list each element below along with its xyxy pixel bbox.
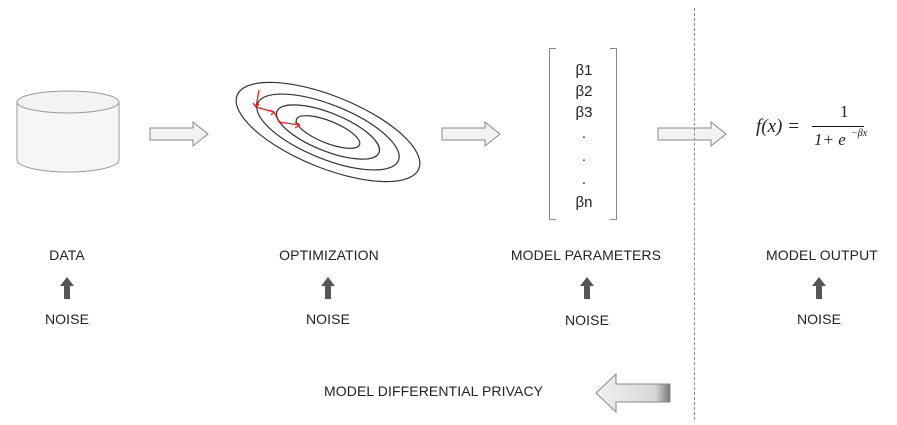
noise-arrow-icon — [60, 277, 74, 299]
backward-arrow-icon — [595, 372, 671, 414]
flow-arrow-1 — [149, 120, 209, 148]
noise-arrow-icon — [580, 277, 594, 299]
parameter-item: . — [581, 125, 587, 142]
noise-label-model-output: NOISE — [796, 311, 842, 327]
noise-arrow-icon — [321, 277, 335, 299]
optimization-contour-icon — [235, 81, 421, 183]
stage-label-model-parameters: MODEL PARAMETERS — [510, 247, 662, 263]
privacy-boundary-divider — [694, 8, 695, 420]
model-differential-privacy-label: MODEL DIFFERENTIAL PRIVACY — [324, 383, 544, 399]
stage-label-data: DATA — [49, 247, 85, 263]
noise-label-data: NOISE — [44, 311, 90, 327]
flow-arrow-3 — [657, 120, 727, 148]
parameter-item: β2 — [575, 83, 593, 100]
vector-bracket-left — [549, 48, 556, 220]
formula-numerator: 1 — [840, 102, 849, 121]
formula-lhs: f(x) = — [756, 116, 800, 137]
parameter-item: . — [581, 148, 587, 165]
fraction-bar — [812, 126, 864, 127]
flow-arrow-2 — [441, 120, 501, 148]
database-icon — [16, 90, 120, 173]
stage-label-optimization: OPTIMIZATION — [279, 247, 379, 263]
parameter-vector: β1 β2 β3 . . . βn — [564, 60, 604, 213]
noise-arrow-icon — [812, 277, 826, 299]
stage-label-model-output: MODEL OUTPUT — [766, 247, 878, 263]
formula-denominator: 1+ e — [814, 130, 846, 149]
vector-bracket-right — [610, 48, 617, 220]
gradient-path-icon — [252, 89, 301, 129]
noise-label-optimization: NOISE — [305, 311, 351, 327]
formula-exponent: −βx — [851, 128, 868, 139]
sigmoid-formula: f(x) = 1 1+ e −βx — [752, 102, 872, 162]
parameter-item: βn — [575, 194, 593, 211]
noise-label-model-parameters: NOISE — [564, 312, 610, 328]
parameter-item: β3 — [575, 104, 593, 121]
parameter-item: . — [581, 171, 587, 188]
parameter-item: β1 — [575, 62, 593, 79]
